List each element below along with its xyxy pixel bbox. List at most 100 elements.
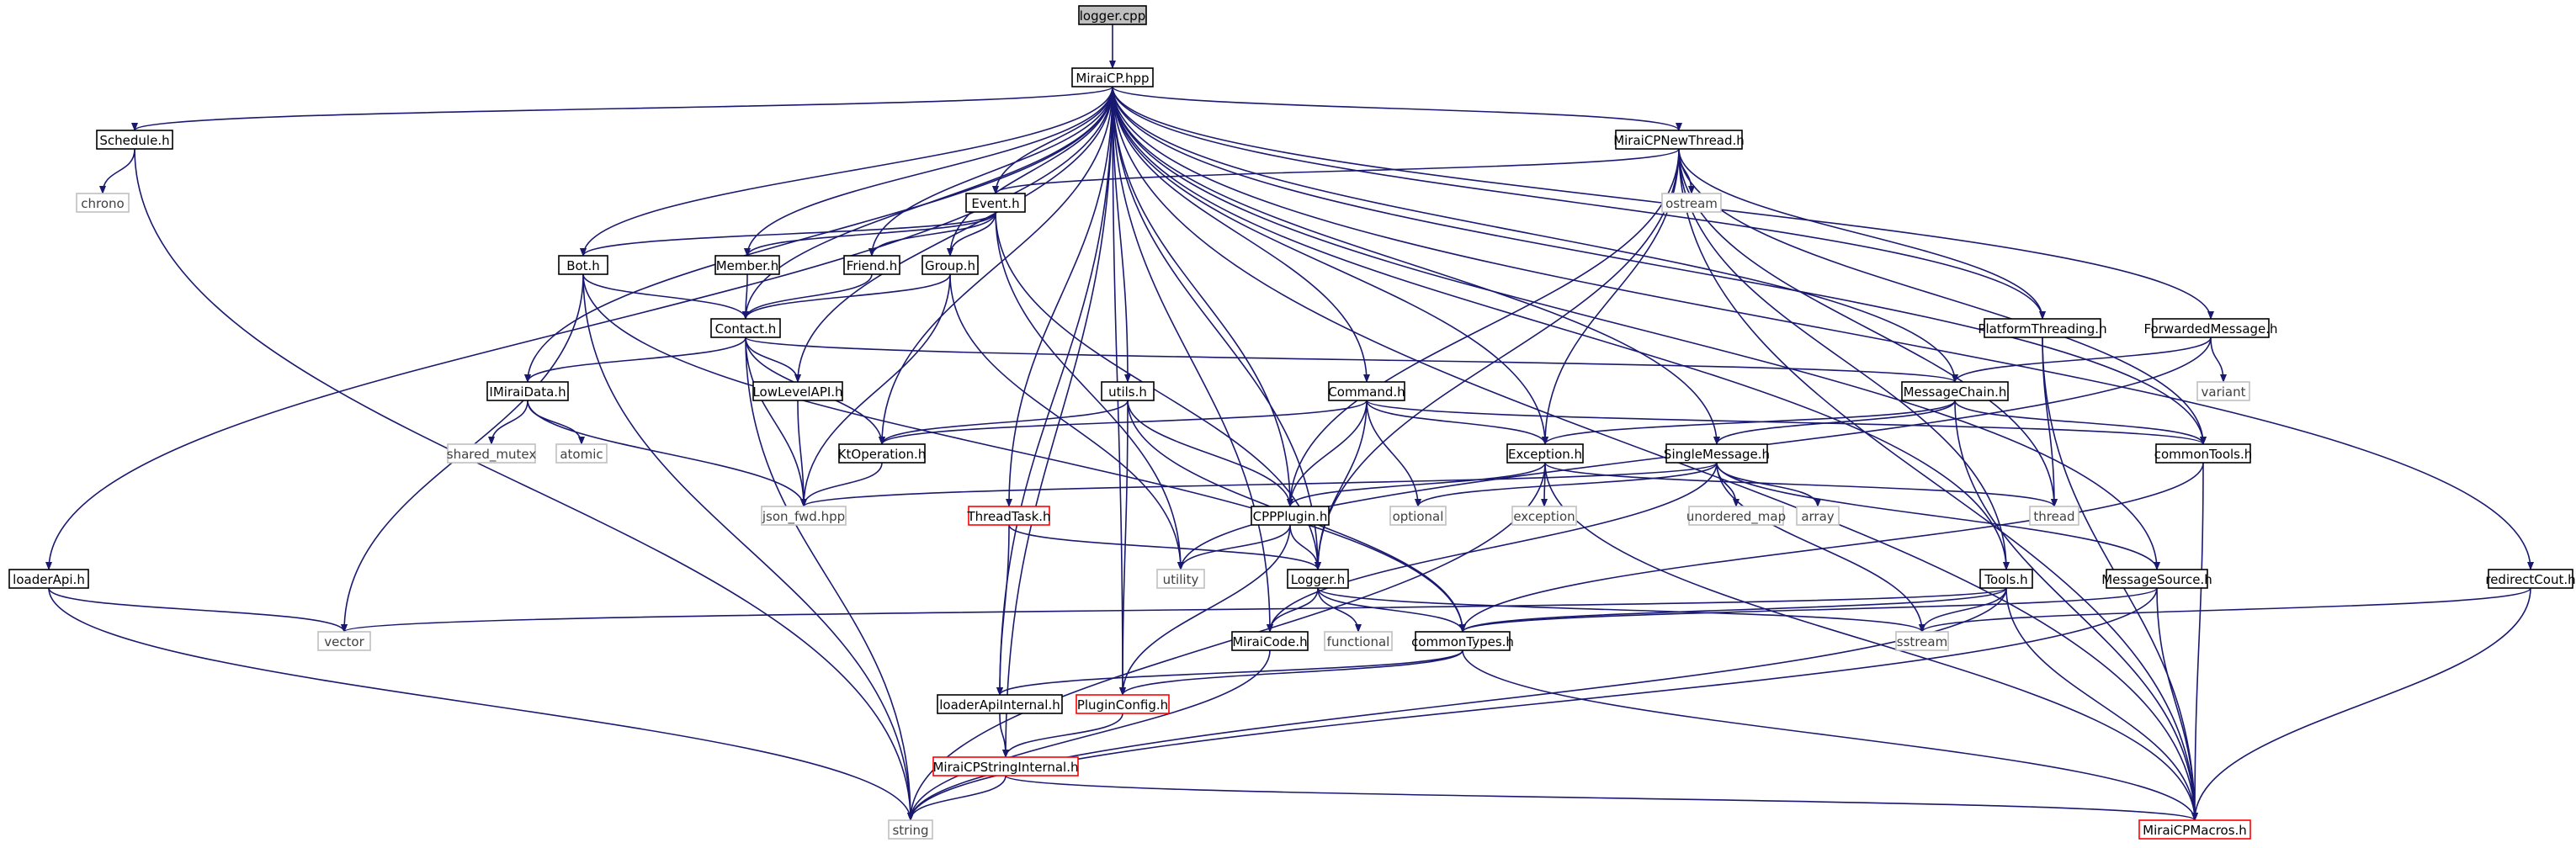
node-utility: utility: [1156, 569, 1205, 589]
node-tools-h[interactable]: Tools.h: [1979, 569, 2033, 589]
node-label: optional: [1393, 509, 1444, 524]
node-messagechain-h[interactable]: MessageChain.h: [1901, 381, 2009, 401]
edge-loaderapi-h-to-vector: [48, 587, 348, 633]
node-label: MiraiCPMacros.h: [2143, 823, 2247, 838]
node-box: [968, 506, 1050, 526]
edge-friend-h-to-contact-h: [742, 273, 873, 320]
node-redirectcout-h[interactable]: redirectCout.h: [2485, 569, 2576, 589]
node-miraicp-hpp[interactable]: MiraiCP.hpp: [1071, 67, 1154, 87]
node-functional: functional: [1324, 631, 1393, 651]
node-box: [555, 443, 608, 464]
edge-ktoperation-h-to-json-fwd-hpp: [800, 462, 883, 507]
node-commontypes-h[interactable]: commonTypes.h: [1411, 631, 1514, 651]
node-singlemessage-h[interactable]: SingleMessage.h: [1664, 443, 1770, 464]
edge-miraicp-hpp-to-friend-h: [868, 86, 1113, 257]
edge-singlemessage-h-to-optional: [1415, 462, 1718, 507]
edge-miraicpnewthread-h-to-platformthreading-h: [1678, 148, 2046, 320]
edge-event-h-to-utility: [995, 211, 1184, 570]
node-box: [2138, 819, 2251, 840]
node-box: [1324, 631, 1393, 651]
node-miraicpnewthread-h[interactable]: MiraiCPNewThread.h: [1613, 130, 1745, 150]
node-box: [710, 318, 781, 338]
node-label: Exception.h: [1508, 447, 1582, 462]
node-label: functional: [1327, 634, 1390, 649]
node-member-h[interactable]: Member.h: [714, 255, 780, 275]
node-exception: exception: [1511, 506, 1577, 526]
node-box: [2488, 569, 2573, 589]
edge-miraicp-hpp-to-cppplugin-h: [1112, 86, 1293, 507]
node-lowlevelapi-h[interactable]: LowLevelAPI.h: [752, 381, 843, 401]
edge-exception-h-to-cppplugin-h: [1287, 462, 1546, 507]
node-group-h[interactable]: Group.h: [922, 255, 979, 275]
node-box: [1101, 381, 1155, 401]
node-label: utils.h: [1108, 384, 1147, 400]
node-schedule-h[interactable]: Schedule.h: [96, 130, 173, 150]
nodes-layer: logger.cppMiraiCP.hppSchedule.hchronoMir…: [8, 5, 2576, 840]
node-box: [8, 569, 89, 589]
node-box: [965, 193, 1026, 213]
edge-singlemessage-h-to-messagesource-h: [1716, 462, 2160, 570]
edge-contact-h-to-messagechain-h: [745, 337, 1958, 383]
edge-bot-h-to-commontypes-h: [582, 273, 1466, 633]
edge-messagechain-h-to-singlemessage-h: [1713, 400, 1956, 445]
edge-lowlevelapi-h-to-json-fwd-hpp: [797, 400, 807, 507]
node-label: shared_mutex: [447, 447, 537, 463]
node-unordered-map: unordered_map: [1686, 506, 1786, 526]
node-commontools-h[interactable]: commonTools.h: [2154, 443, 2253, 464]
node-label: atomic: [560, 447, 603, 462]
edge-tools-h-to-string: [907, 587, 2007, 821]
node-label: PlatformThreading.h: [1978, 321, 2106, 337]
node-messagesource-h[interactable]: MessageSource.h: [2101, 569, 2212, 589]
node-label: Member.h: [716, 258, 779, 273]
node-shared-mutex: shared_mutex: [447, 443, 537, 464]
node-box: [1901, 381, 2009, 401]
node-friend-h[interactable]: Friend.h: [843, 255, 900, 275]
node-box: [1796, 506, 1840, 526]
node-label: logger.cpp: [1080, 8, 1145, 24]
node-miraicode-h[interactable]: MiraiCode.h: [1231, 631, 1309, 651]
edge-forwardedmessage-h-to-variant: [2210, 337, 2227, 383]
node-utils-h[interactable]: utils.h: [1101, 381, 1155, 401]
node-platformthreading-h[interactable]: PlatformThreading.h: [1978, 318, 2107, 338]
node-box: [1156, 569, 1205, 589]
node-loaderapiinternal-h[interactable]: loaderApiInternal.h: [937, 694, 1063, 714]
edge-forwardedmessage-h-to-messagechain-h: [1952, 337, 2212, 383]
node-label: Logger.h: [1291, 572, 1346, 587]
edges-layer: [45, 24, 2534, 821]
node-label: KtOperation.h: [838, 447, 927, 462]
edge-logger-h-to-sstream: [1317, 587, 1925, 633]
node-label: Bot.h: [566, 258, 600, 273]
node-box: [1071, 67, 1154, 87]
node-box: [1251, 506, 1330, 526]
node-pluginconfig-h[interactable]: PluginConfig.h: [1076, 694, 1170, 714]
node-box: [937, 694, 1063, 714]
node-miraicpmacros-h[interactable]: MiraiCPMacros.h: [2138, 819, 2251, 840]
node-label: utility: [1163, 572, 1199, 587]
node-label: string: [892, 823, 928, 838]
node-loaderapi-h[interactable]: loaderApi.h: [8, 569, 89, 589]
edge-miraicp-hpp-to-miraicode-h: [1112, 86, 1273, 633]
node-command-h[interactable]: Command.h: [1328, 381, 1405, 401]
node-exception-h[interactable]: Exception.h: [1506, 443, 1584, 464]
node-threadtask-h[interactable]: ThreadTask.h: [966, 506, 1051, 526]
node-event-h[interactable]: Event.h: [965, 193, 1026, 213]
node-imiraidata-h[interactable]: IMiraiData.h: [486, 381, 569, 401]
node-label: MessageSource.h: [2101, 572, 2212, 587]
node-bot-h[interactable]: Bot.h: [558, 255, 608, 275]
node-cppplugin-h[interactable]: CPPPlugin.h: [1251, 506, 1330, 526]
node-forwardedmessage-h[interactable]: ForwardedMessage.h: [2143, 318, 2278, 338]
node-ktoperation-h[interactable]: KtOperation.h: [838, 443, 927, 464]
node-label: chrono: [81, 196, 124, 211]
edge-miraicp-hpp-to-singlemessage-h: [1112, 86, 1720, 445]
node-logger-cpp[interactable]: logger.cpp: [1078, 5, 1147, 25]
edge-miraicp-hpp-to-logger-h: [1112, 86, 1321, 570]
edge-commontypes-h-to-loaderapiinternal-h: [996, 649, 1463, 696]
node-contact-h[interactable]: Contact.h: [710, 318, 781, 338]
node-miraicpstringinternal-h[interactable]: MiraiCPStringInternal.h: [932, 756, 1079, 776]
edge-miraicp-hpp-to-schedule-h: [131, 86, 1113, 131]
edge-miraicp-hpp-to-member-h: [744, 86, 1113, 257]
node-logger-h[interactable]: Logger.h: [1287, 569, 1349, 589]
node-box: [922, 255, 979, 275]
edge-logger-h-to-miraicode-h: [1267, 587, 1319, 633]
